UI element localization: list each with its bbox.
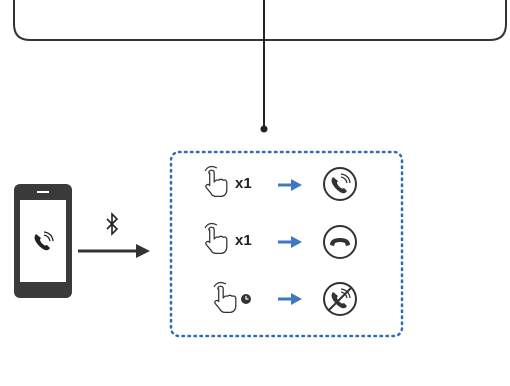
link-arrow-head [136, 244, 150, 258]
tap-hand-icon [205, 169, 228, 198]
row-arrow-head [291, 236, 302, 248]
phone-answer-icon [323, 167, 357, 201]
row-arrow-head [291, 179, 302, 191]
row-arrow-head [291, 293, 302, 305]
dotted-box [169, 150, 404, 338]
row-2-label: x1 [235, 232, 252, 249]
tap-hand-icon [205, 226, 228, 255]
tap-wave-icon [204, 222, 218, 229]
row-1-label: x1 [235, 175, 252, 192]
tap-wave-icon [213, 281, 227, 288]
phone [14, 184, 72, 298]
connector-dot [260, 125, 268, 133]
row-answer [204, 165, 357, 201]
tap-wave-icon [204, 165, 218, 172]
phone-ringing-icon [34, 231, 54, 251]
hold-hand-icon [214, 285, 237, 314]
row-hangup [204, 222, 357, 259]
device-outline [13, 0, 507, 41]
row-reject [213, 281, 357, 316]
bluetooth-icon [106, 212, 119, 236]
clock-icon [241, 294, 251, 304]
